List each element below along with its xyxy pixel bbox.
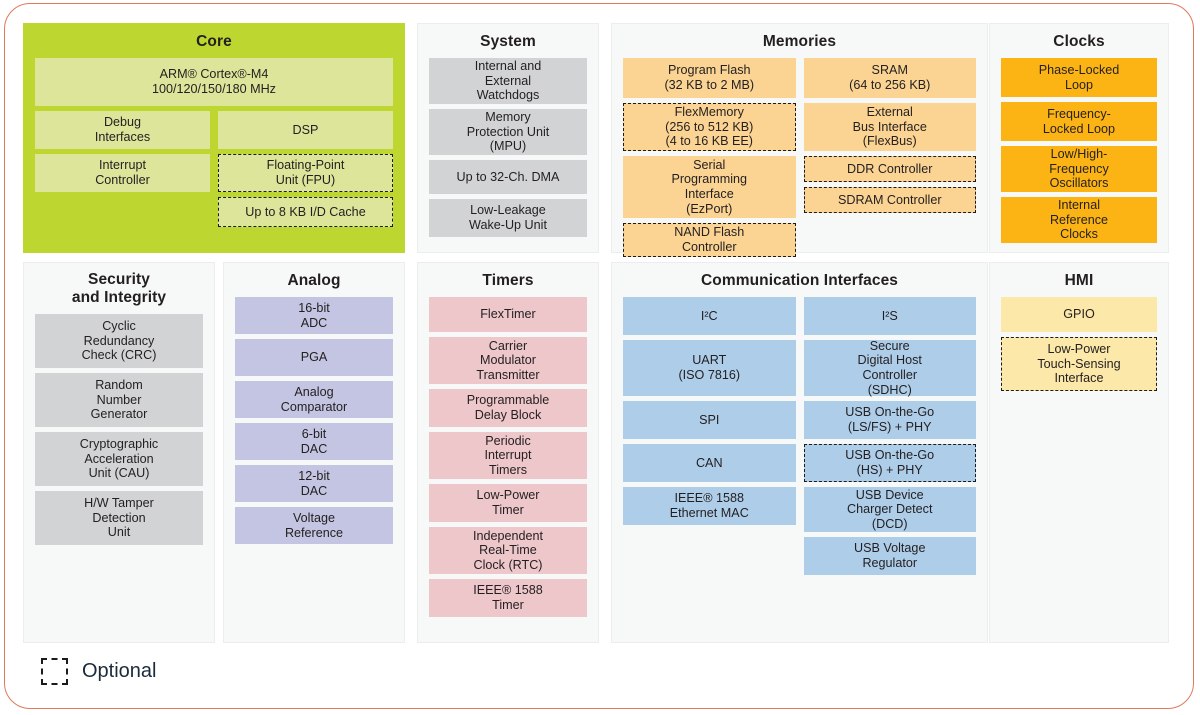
clocks-block-list: Phase-Locked Loop Frequency- Locked Loop…	[990, 58, 1168, 243]
security-block-crc: Cyclic Redundancy Check (CRC)	[35, 314, 203, 368]
memories-block-program-flash: Program Flash (32 KB to 2 MB)	[623, 58, 796, 98]
comm-block-sdhc: Secure Digital Host Controller (SDHC)	[803, 339, 976, 397]
comm-block-usb-voltage-regulator: USB Voltage Regulator	[803, 537, 976, 575]
panel-security-title: Security and Integrity	[71, 271, 167, 306]
timers-block-programmable-delay-block: Programmable Delay Block	[429, 389, 587, 427]
comm-block-i2c: I²C	[623, 297, 796, 335]
panel-timers: Timers FlexTimer Carrier Modulator Trans…	[417, 262, 599, 643]
memories-block-sram: SRAM (64 to 256 KB)	[803, 58, 976, 98]
panel-system: System Internal and External Watchdogs M…	[417, 23, 599, 253]
timers-block-flextimer: FlexTimer	[429, 297, 587, 332]
core-block-interrupt-controller: Interrupt Controller	[35, 154, 210, 192]
clocks-block-fll: Frequency- Locked Loop	[1001, 102, 1157, 141]
system-block-mpu: Memory Protection Unit (MPU)	[429, 109, 587, 155]
memories-block-serial-programming-interface: Serial Programming Interface (EzPort)	[623, 156, 796, 218]
timers-block-ieee-1588-timer: IEEE® 1588 Timer	[429, 579, 587, 617]
comm-block-can: CAN	[623, 444, 796, 482]
security-block-list: Cyclic Redundancy Check (CRC) Random Num…	[24, 314, 214, 545]
panel-memories-title: Memories	[762, 33, 837, 50]
core-block-floating-point-unit: Floating-Point Unit (FPU)	[218, 154, 393, 192]
panel-communication-title: Communication Interfaces	[700, 272, 899, 289]
communication-right-column: I²S Secure Digital Host Controller (SDHC…	[803, 297, 976, 575]
panel-clocks: Clocks Phase-Locked Loop Frequency- Lock…	[989, 23, 1169, 253]
diagram-sheet: Core ARM® Cortex®-M4 100/120/150/180 MHz…	[23, 23, 1188, 701]
memories-block-external-bus-interface: External Bus Interface (FlexBus)	[803, 103, 976, 151]
panel-hmi: HMI GPIO Low-Power Touch-Sensing Interfa…	[989, 262, 1169, 643]
memories-block-ddr-controller: DDR Controller	[803, 156, 976, 182]
comm-block-i2s: I²S	[803, 297, 976, 335]
panel-clocks-title: Clocks	[1053, 33, 1105, 50]
panel-core: Core ARM® Cortex®-M4 100/120/150/180 MHz…	[23, 23, 405, 253]
comm-block-usb-otg-hs: USB On-the-Go (HS) + PHY	[803, 444, 976, 482]
analog-block-analog-comparator: Analog Comparator	[235, 381, 393, 418]
clocks-block-pll: Phase-Locked Loop	[1001, 58, 1157, 97]
hmi-block-low-power-touch-sensing-interface: Low-Power Touch-Sensing Interface	[1001, 337, 1157, 391]
core-block-id-cache: Up to 8 KB I/D Cache	[218, 197, 393, 227]
system-block-llwu: Low-Leakage Wake-Up Unit	[429, 199, 587, 237]
core-left-column: Debug Interfaces Interrupt Controller	[35, 111, 210, 192]
analog-block-adc-16bit: 16-bit ADC	[235, 297, 393, 334]
panel-memories: Memories Program Flash (32 KB to 2 MB) F…	[611, 23, 988, 257]
comm-block-ieee-1588-ethernet-mac: IEEE® 1588 Ethernet MAC	[623, 487, 796, 525]
diagram-frame: Core ARM® Cortex®-M4 100/120/150/180 MHz…	[4, 3, 1194, 709]
timers-block-periodic-interrupt-timers: Periodic Interrupt Timers	[429, 432, 587, 479]
panel-core-title: Core	[196, 33, 232, 50]
core-block-debug-interfaces: Debug Interfaces	[35, 111, 210, 149]
clocks-block-oscillators: Low/High- Frequency Oscillators	[1001, 146, 1157, 192]
panel-timers-title: Timers	[482, 272, 534, 289]
memories-block-flexmemory: FlexMemory (256 to 512 KB) (4 to 16 KB E…	[623, 103, 796, 151]
panel-communication-interfaces: Communication Interfaces I²C UART (ISO 7…	[611, 262, 988, 643]
system-block-watchdogs: Internal and External Watchdogs	[429, 58, 587, 104]
analog-block-dac-6bit: 6-bit DAC	[235, 423, 393, 460]
analog-block-pga: PGA	[235, 339, 393, 376]
communication-left-column: I²C UART (ISO 7816) SPI CAN IEEE® 1588 E…	[623, 297, 796, 525]
panel-analog: Analog 16-bit ADC PGA Analog Comparator …	[223, 262, 405, 643]
comm-block-usb-otg-lsfs: USB On-the-Go (LS/FS) + PHY	[803, 401, 976, 439]
hmi-block-list: GPIO Low-Power Touch-Sensing Interface	[990, 297, 1168, 391]
security-block-tamper-detection: H/W Tamper Detection Unit	[35, 491, 203, 545]
core-block-arm-cortex-m4: ARM® Cortex®-M4 100/120/150/180 MHz	[35, 58, 393, 106]
panel-system-title: System	[480, 33, 536, 50]
timers-block-low-power-timer: Low-Power Timer	[429, 484, 587, 522]
core-block-dsp: DSP	[218, 111, 393, 149]
dashed-square-icon	[41, 658, 68, 685]
legend: Optional	[41, 658, 157, 685]
panel-analog-title: Analog	[287, 272, 341, 289]
core-right-column: DSP Floating-Point Unit (FPU) Up to 8 KB…	[218, 111, 393, 227]
panel-hmi-title: HMI	[1064, 272, 1094, 289]
timers-block-rtc: Independent Real-Time Clock (RTC)	[429, 527, 587, 574]
analog-block-dac-12bit: 12-bit DAC	[235, 465, 393, 502]
timers-block-list: FlexTimer Carrier Modulator Transmitter …	[418, 297, 598, 617]
security-block-rng: Random Number Generator	[35, 373, 203, 427]
memories-block-sdram-controller: SDRAM Controller	[803, 187, 976, 213]
legend-optional-label: Optional	[82, 660, 157, 682]
hmi-block-gpio: GPIO	[1001, 297, 1157, 332]
memories-left-column: Program Flash (32 KB to 2 MB) FlexMemory…	[623, 58, 796, 257]
comm-block-usb-device-charger-detect: USB Device Charger Detect (DCD)	[803, 487, 976, 532]
timers-block-carrier-modulator-transmitter: Carrier Modulator Transmitter	[429, 337, 587, 384]
panel-security: Security and Integrity Cyclic Redundancy…	[23, 262, 215, 643]
analog-block-voltage-reference: Voltage Reference	[235, 507, 393, 544]
clocks-block-internal-reference-clocks: Internal Reference Clocks	[1001, 197, 1157, 243]
comm-block-spi: SPI	[623, 401, 796, 439]
analog-block-list: 16-bit ADC PGA Analog Comparator 6-bit D…	[224, 297, 404, 544]
comm-block-uart: UART (ISO 7816)	[623, 340, 796, 396]
system-block-list: Internal and External Watchdogs Memory P…	[418, 58, 598, 237]
security-block-cau: Cryptographic Acceleration Unit (CAU)	[35, 432, 203, 486]
system-block-dma: Up to 32-Ch. DMA	[429, 160, 587, 194]
memories-right-column: SRAM (64 to 256 KB) External Bus Interfa…	[803, 58, 976, 213]
memories-block-nand-flash-controller: NAND Flash Controller	[623, 223, 796, 257]
